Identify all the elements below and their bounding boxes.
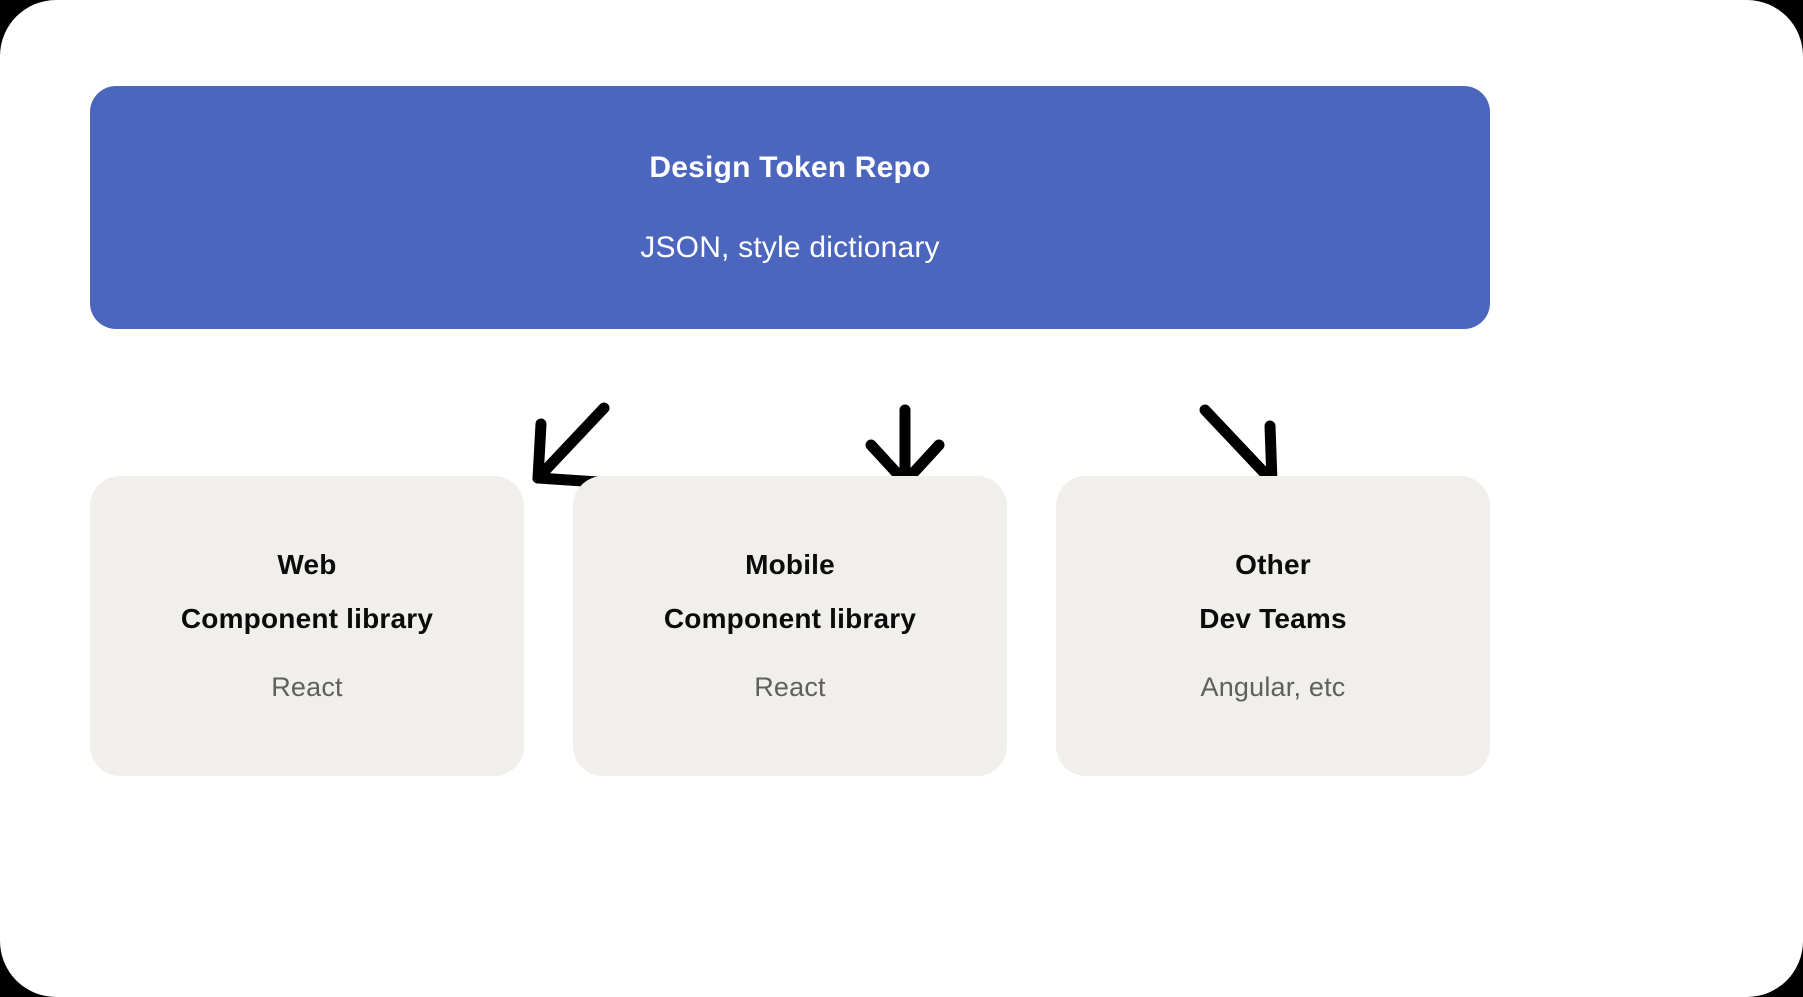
arrow-to-web-icon: [532, 402, 610, 488]
target-card-other[interactable]: Other Dev Teams Angular, etc: [1056, 476, 1490, 776]
target-cards-row: Web Component library React Mobile Compo…: [90, 476, 1490, 776]
target-card-web-title: Web: [277, 549, 337, 581]
target-card-mobile[interactable]: Mobile Component library React: [573, 476, 1007, 776]
target-card-web-tech: React: [271, 672, 343, 703]
target-card-mobile-subtitle: Component library: [663, 602, 917, 634]
target-card-mobile-tech: React: [754, 672, 826, 703]
arrow-to-other-icon: [1199, 404, 1278, 490]
target-card-other-title: Other: [1235, 549, 1311, 581]
design-token-repo-subtitle: JSON, style dictionary: [640, 230, 940, 264]
target-card-other-subtitle: Dev Teams: [1199, 602, 1347, 634]
target-card-mobile-title: Mobile: [745, 549, 835, 581]
target-card-web-subtitle: Component library: [180, 602, 434, 634]
arrow-to-mobile-icon: [865, 404, 945, 488]
target-card-other-tech: Angular, etc: [1200, 672, 1346, 703]
design-token-repo-title: Design Token Repo: [649, 150, 931, 184]
target-card-web[interactable]: Web Component library React: [90, 476, 524, 776]
design-token-repo-node[interactable]: Design Token Repo JSON, style dictionary: [90, 86, 1490, 329]
